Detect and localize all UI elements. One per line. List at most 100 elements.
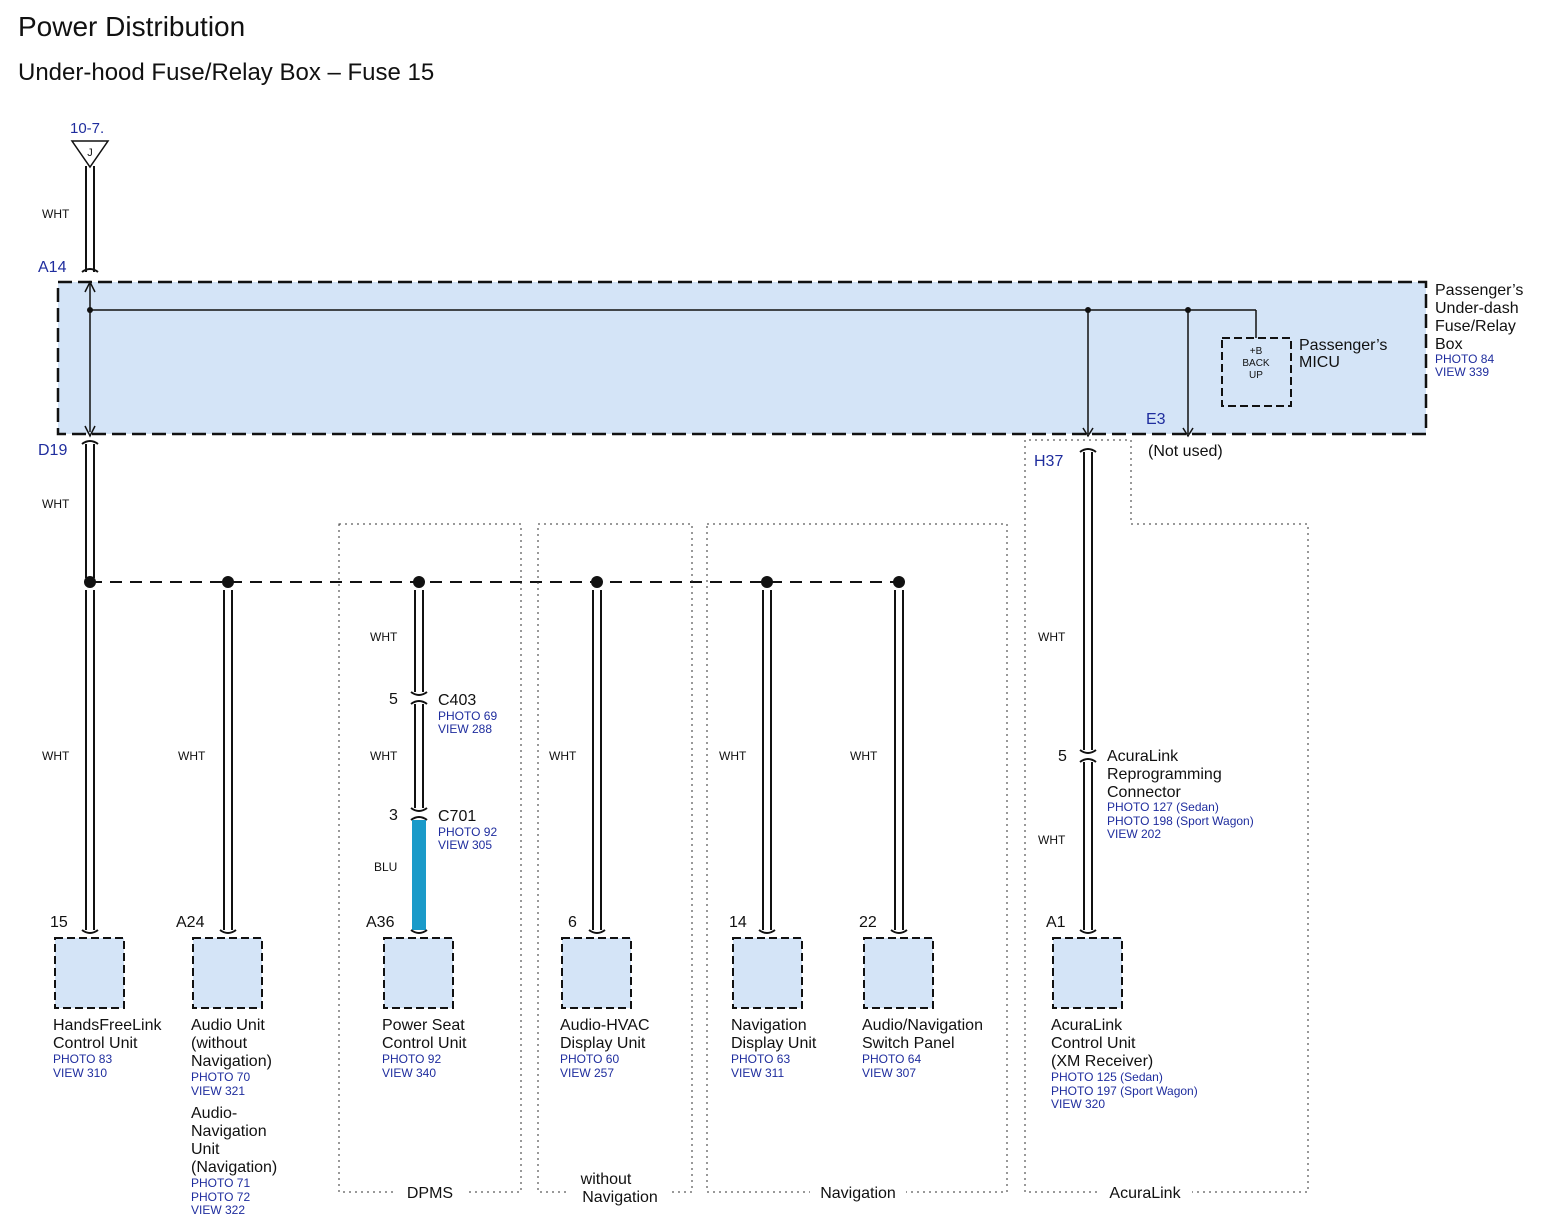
fuse-box-name-line: Passenger’s <box>1435 282 1523 299</box>
wire-label-wht-9: WHT <box>850 749 878 763</box>
wire-label-wht-6: WHT <box>370 749 398 763</box>
pin-d19: D19 <box>38 442 67 459</box>
group-label-navigation: Navigation <box>820 1185 896 1202</box>
acuralink-connector-pin: 5 <box>1058 748 1067 765</box>
component-name-line: (XM Receiver) <box>1051 1053 1153 1070</box>
page-subtitle: Under-hood Fuse/Relay Box – Fuse 15 <box>18 59 434 86</box>
acuralink-connector-name: Reprogramming <box>1107 766 1222 783</box>
c403-view-link[interactable]: VIEW 288 <box>438 722 492 736</box>
component-name-line: Display Unit <box>731 1035 817 1052</box>
arrow-down-icon <box>1082 427 1094 438</box>
group-label-without-nav: Navigation <box>582 1189 658 1206</box>
component-ref-link[interactable]: PHOTO 70 <box>191 1070 250 1084</box>
component-name-line: Control Unit <box>53 1035 138 1052</box>
component-box-power-seat[interactable] <box>383 937 454 1009</box>
arrow-up-icon <box>84 280 96 293</box>
fuse-relay-box[interactable] <box>56 280 1428 436</box>
c403-pin: 5 <box>389 691 398 708</box>
component-name-line: Power Seat <box>382 1017 465 1034</box>
acuralink-connector-ref[interactable]: PHOTO 127 (Sedan) <box>1107 800 1219 814</box>
splice-dot <box>591 576 603 588</box>
component-ref-link[interactable]: VIEW 340 <box>382 1066 436 1080</box>
splice-dot <box>87 307 93 313</box>
c701-pin: 3 <box>389 807 398 824</box>
c403-photo-link[interactable]: PHOTO 69 <box>438 709 497 723</box>
micu-box[interactable] <box>1221 337 1292 407</box>
component-ref-link[interactable]: VIEW 310 <box>53 1066 107 1080</box>
connector-c701-id[interactable]: C701 <box>438 808 476 825</box>
acuralink-connector-ref[interactable]: VIEW 202 <box>1107 827 1161 841</box>
component-ref-link[interactable]: VIEW 307 <box>862 1066 916 1080</box>
component-alt-name-line: Navigation <box>191 1123 267 1140</box>
source-ref-link[interactable]: 10-7. <box>70 120 104 137</box>
connector-c403-id[interactable]: C403 <box>438 692 476 709</box>
micu-name-line: MICU <box>1299 354 1340 371</box>
component-box-nav-display[interactable] <box>732 937 803 1009</box>
component-name-line: (without <box>191 1035 248 1052</box>
c701-view-link[interactable]: VIEW 305 <box>438 838 492 852</box>
component-ref-link[interactable]: VIEW 321 <box>191 1084 245 1098</box>
component-box-acuralink-unit[interactable] <box>1052 937 1123 1009</box>
group-label-bg <box>1098 1182 1192 1202</box>
not-used-label: (Not used) <box>1148 443 1223 460</box>
wire-label-wht-3: WHT <box>42 749 70 763</box>
component-pin: 14 <box>729 914 747 931</box>
component-pin: A24 <box>176 914 205 931</box>
acuralink-connector-name: Connector <box>1107 784 1181 801</box>
component-ref-link[interactable]: VIEW 257 <box>560 1066 614 1080</box>
component-ref-link[interactable]: PHOTO 71 <box>191 1176 250 1190</box>
component-ref-link[interactable]: PHOTO 63 <box>731 1052 790 1066</box>
wire-branch-nav-switch <box>890 590 908 934</box>
component-name-line: Audio-HVAC <box>560 1017 650 1034</box>
component-ref-link[interactable]: VIEW 311 <box>731 1066 784 1080</box>
wire-source-to-a14 <box>81 166 99 273</box>
c701-photo-link[interactable]: PHOTO 92 <box>438 825 497 839</box>
acuralink-connector-name[interactable]: AcuraLink <box>1107 748 1179 765</box>
component-box-audio-hvac[interactable] <box>561 937 632 1009</box>
wire-label-wht-11: WHT <box>1038 833 1066 847</box>
component-ref-link[interactable]: PHOTO 197 (Sport Wagon) <box>1051 1084 1198 1098</box>
acuralink-connector-ref[interactable]: PHOTO 198 (Sport Wagon) <box>1107 814 1254 828</box>
wire-branch-audio-hvac <box>588 590 606 934</box>
component-box-nav-switch[interactable] <box>863 937 934 1009</box>
component-ref-link[interactable]: PHOTO 92 <box>382 1052 441 1066</box>
component-ref-link[interactable]: PHOTO 83 <box>53 1052 112 1066</box>
splice-dot <box>84 576 96 588</box>
fuse-box-name-line: Under-dash <box>1435 300 1519 317</box>
wire-label-wht-10: WHT <box>1038 630 1066 644</box>
fuse-box-photo-link[interactable]: PHOTO 84 <box>1435 352 1494 366</box>
wire-branch-handsfreelink <box>81 590 99 934</box>
splice-dot <box>413 576 425 588</box>
group-label-without-nav: without <box>580 1171 632 1188</box>
group-box-acuralink <box>1024 439 1309 1193</box>
wire-branch-nav-display <box>758 590 776 934</box>
wire-label-wht-4: WHT <box>178 749 206 763</box>
component-box-audio-unit[interactable] <box>192 937 263 1009</box>
group-box-dpms <box>338 523 522 1193</box>
component-ref-link[interactable]: VIEW 320 <box>1051 1097 1105 1111</box>
arrow-down-icon <box>1182 427 1194 438</box>
pin-a14: A14 <box>38 259 67 276</box>
component-ref-link[interactable]: PHOTO 125 (Sedan) <box>1051 1070 1163 1084</box>
source-triangle-icon <box>70 140 110 169</box>
component-pin: 22 <box>859 914 877 931</box>
group-label-bg <box>396 1182 466 1202</box>
component-name-line: Control Unit <box>1051 1035 1136 1052</box>
micu-inner-line: BACK <box>1242 358 1270 369</box>
component-ref-link[interactable]: PHOTO 64 <box>862 1052 921 1066</box>
wire-branch-power-seat <box>410 590 428 934</box>
wire-branch-acuralink <box>1079 448 1097 934</box>
component-name-line: Navigation <box>731 1017 807 1034</box>
component-name-line: AcuraLink <box>1051 1017 1123 1034</box>
wire-label-blu: BLU <box>374 860 397 874</box>
pin-h37: H37 <box>1034 453 1063 470</box>
component-box-handsfreelink[interactable] <box>54 937 125 1009</box>
component-ref-link[interactable]: PHOTO 60 <box>560 1052 619 1066</box>
fuse-box-view-link[interactable]: VIEW 339 <box>1435 365 1489 379</box>
wire-label-wht-1: WHT <box>42 207 70 221</box>
component-ref-link[interactable]: PHOTO 72 <box>191 1190 250 1204</box>
wire-label-wht-5: WHT <box>370 630 398 644</box>
component-ref-link[interactable]: VIEW 322 <box>191 1203 245 1217</box>
component-alt-name-line: (Navigation) <box>191 1159 277 1176</box>
